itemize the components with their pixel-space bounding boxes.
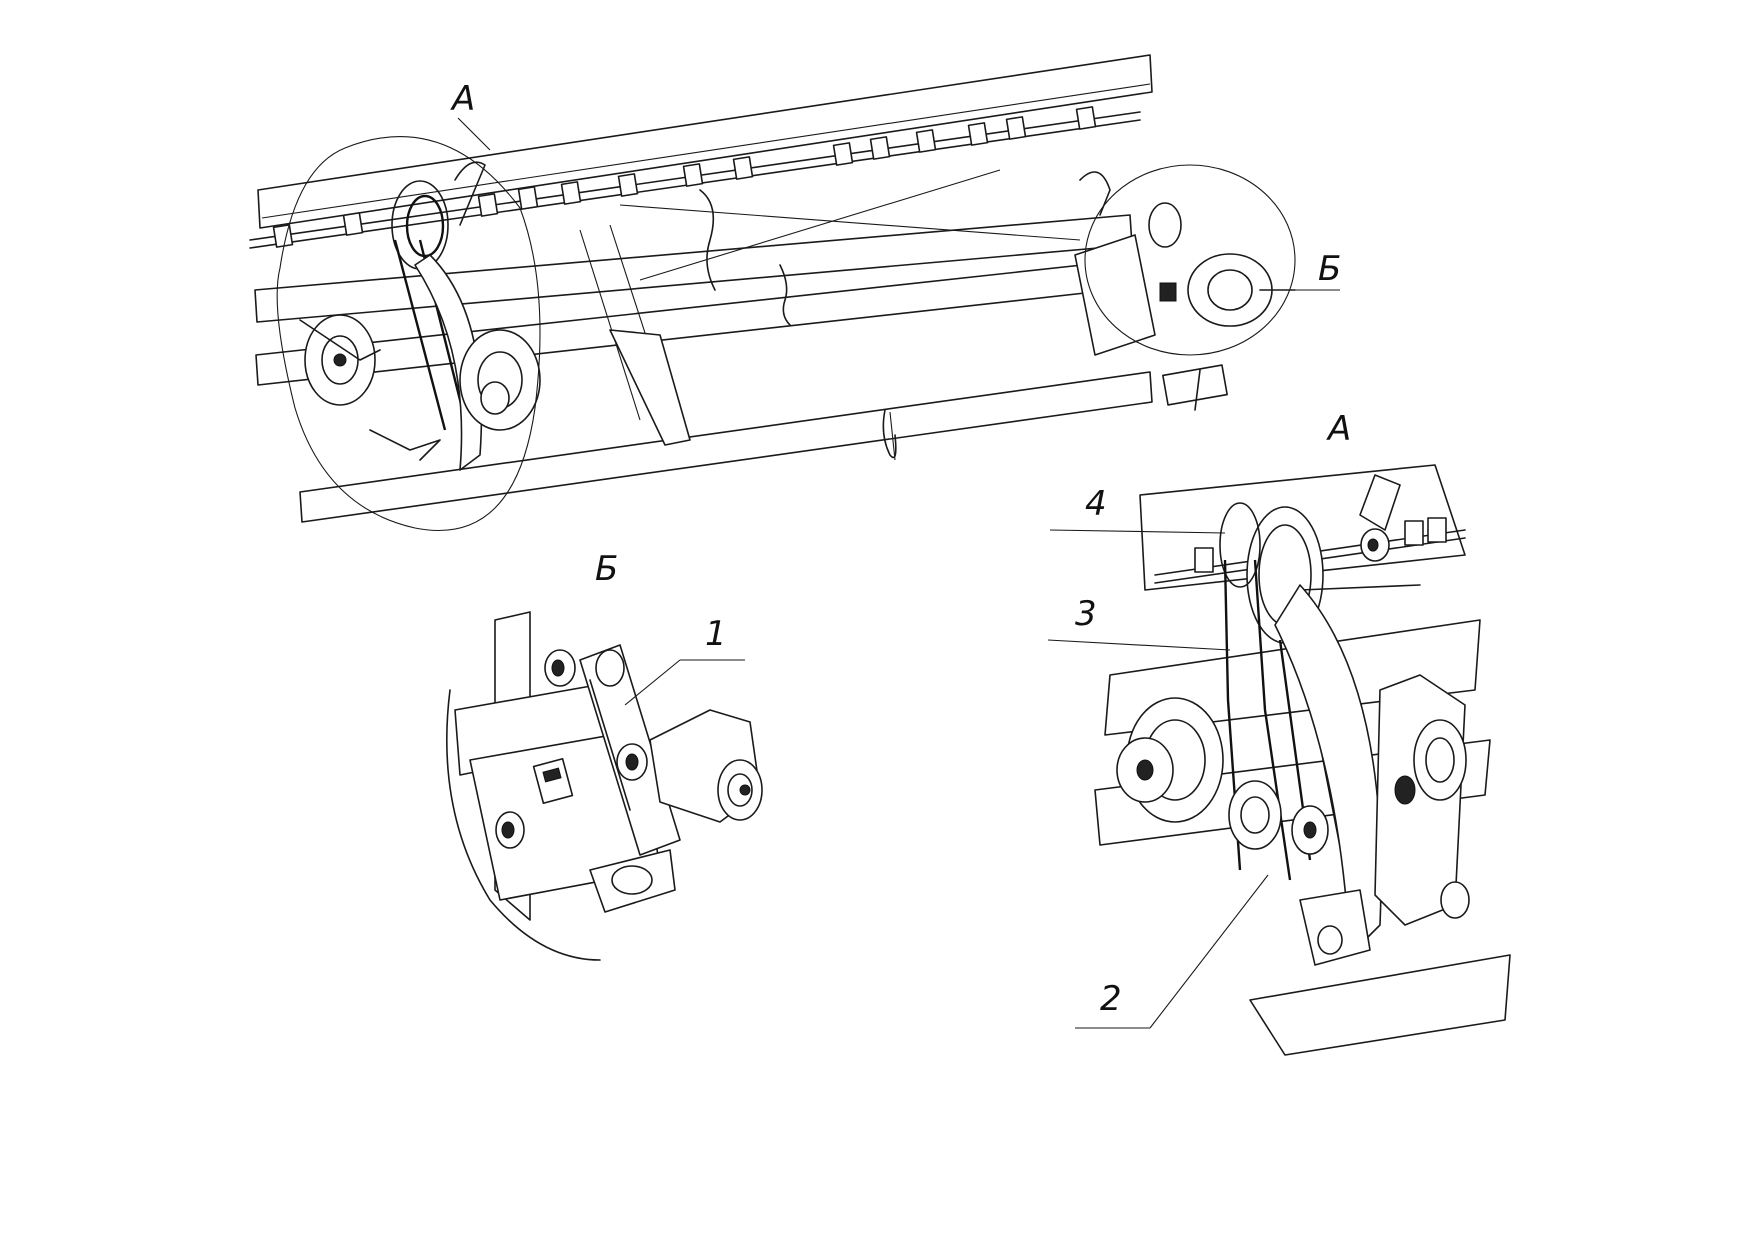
callout-circle-b	[1084, 164, 1340, 356]
central-support	[609, 189, 791, 446]
detail-view-a: А	[1047, 409, 1511, 1056]
bottom-beam	[299, 371, 1153, 523]
left-drive-assembly	[299, 161, 541, 471]
part-3-label: 3	[1075, 594, 1097, 634]
view-b-callout-label: Б	[1318, 249, 1341, 289]
view-a-callout-label: А	[450, 79, 475, 119]
view-a-title: А	[1326, 409, 1351, 449]
rod-clamps	[272, 106, 1097, 248]
top-beam	[249, 54, 1153, 249]
callout-circle-a	[276, 117, 541, 532]
right-drive-assembly	[1074, 171, 1296, 411]
part-1-label: 1	[705, 614, 727, 654]
detail-view-b: Б 1	[446, 549, 763, 961]
part-2-label: 2	[1100, 979, 1122, 1019]
view-b-title: Б	[595, 549, 618, 589]
part-4-label: 4	[1085, 484, 1107, 524]
main-assembly-view: А Б	[249, 54, 1341, 532]
